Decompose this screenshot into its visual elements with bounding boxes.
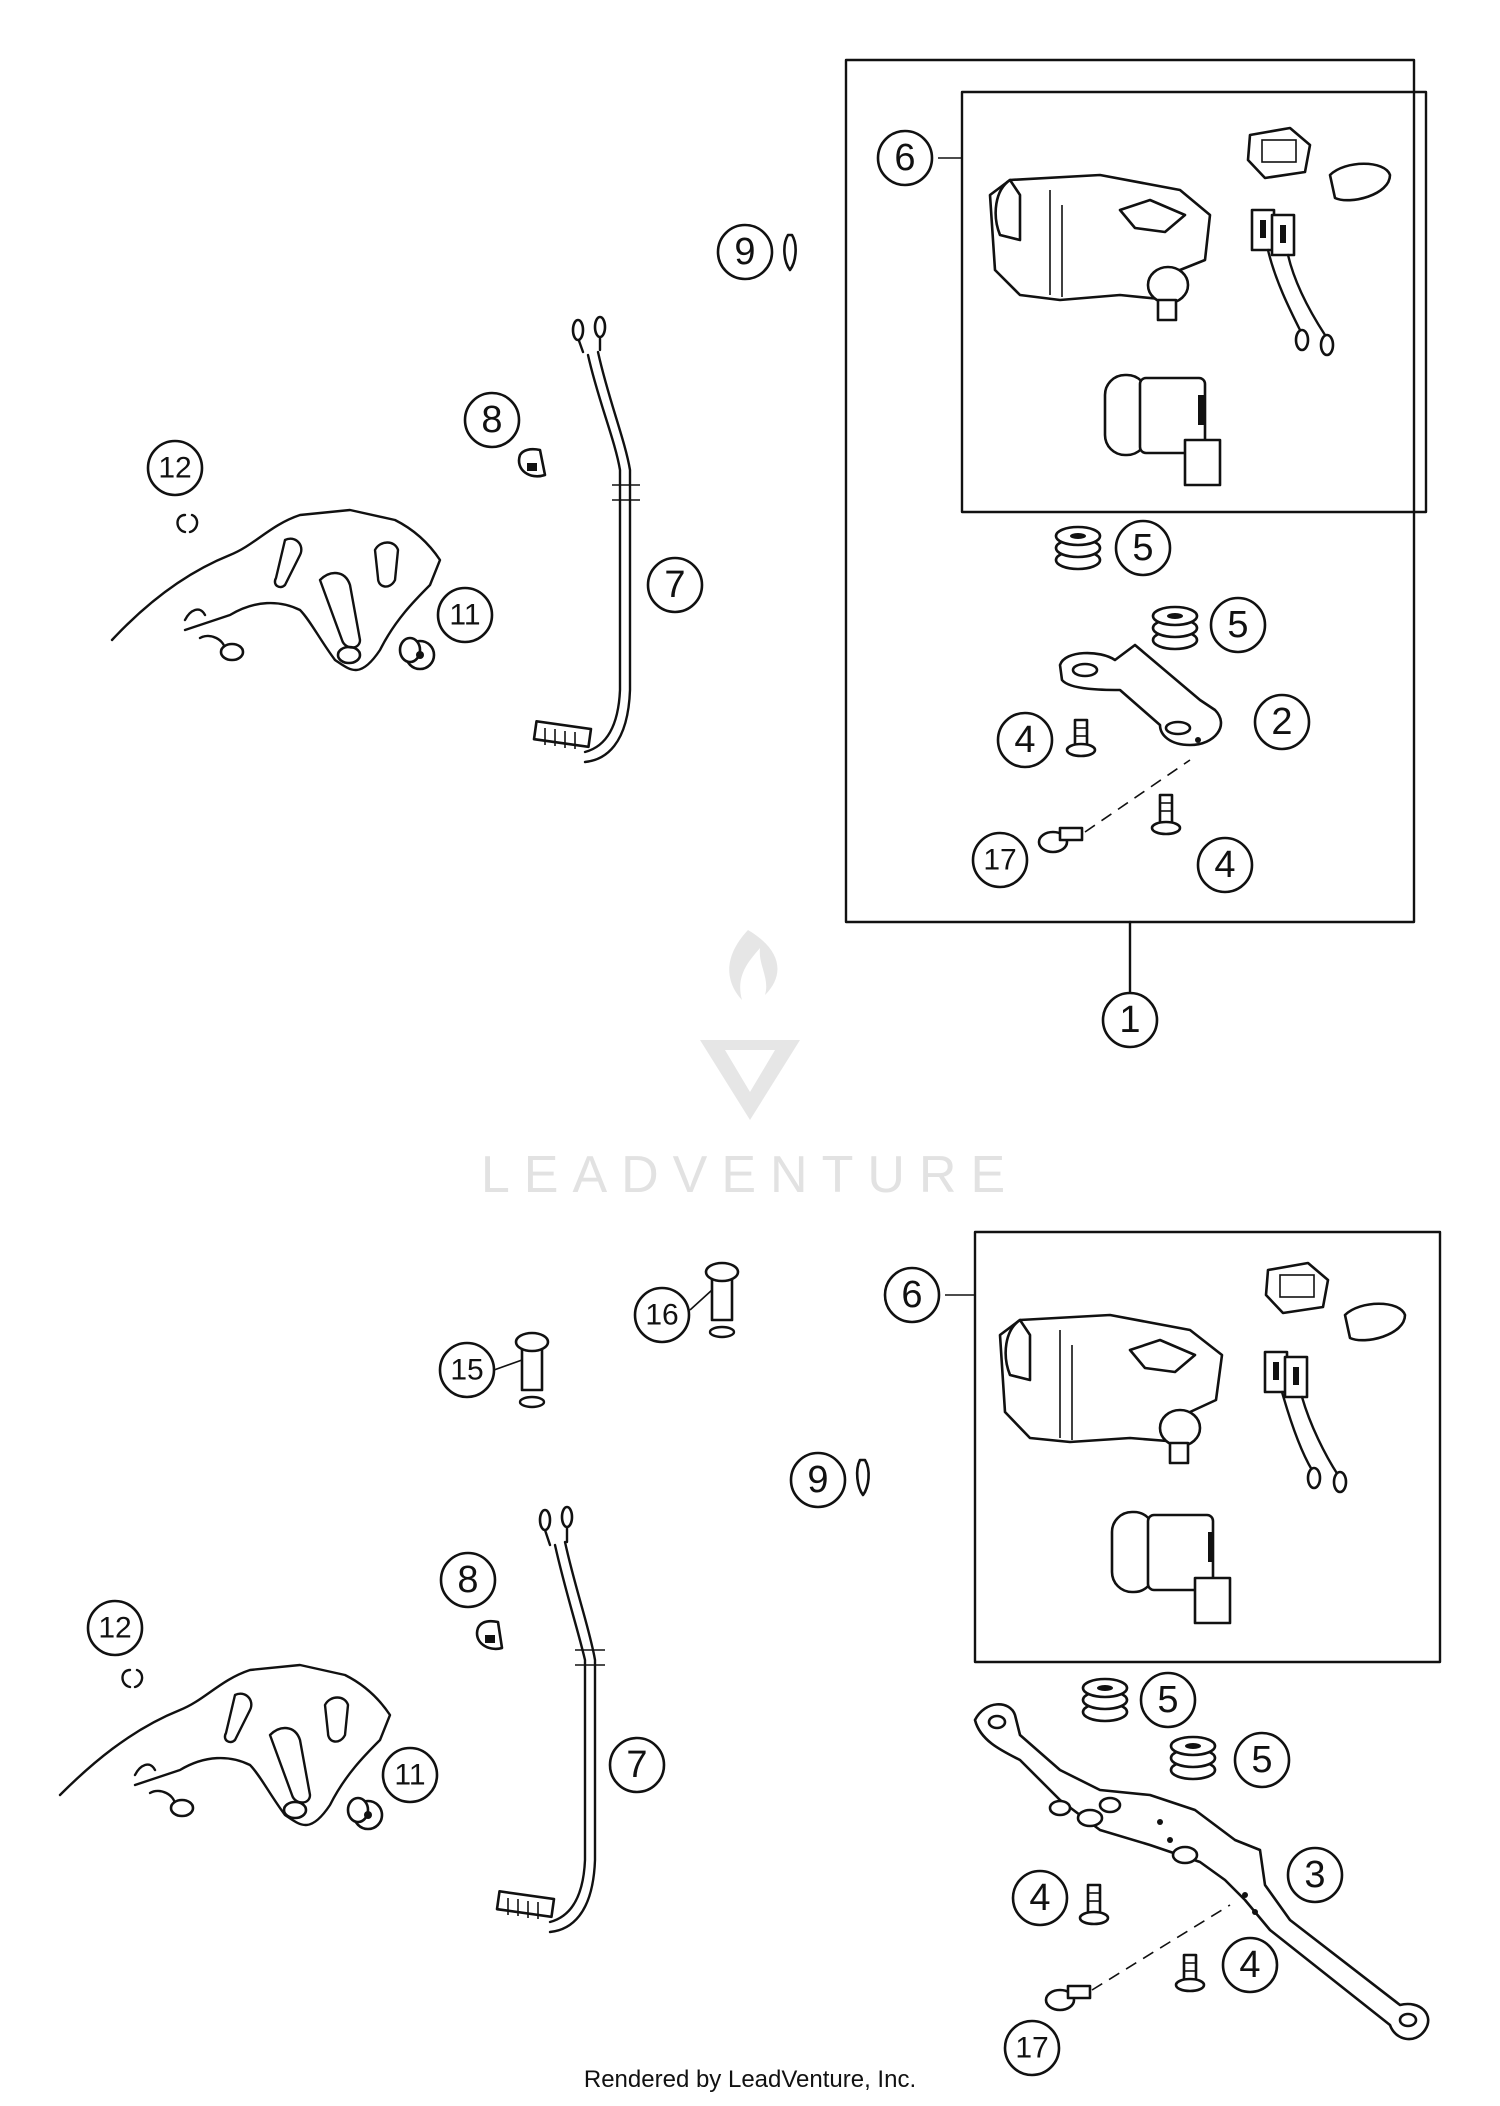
- bolt: [1065, 718, 1097, 758]
- callout-5: 5: [1114, 519, 1172, 577]
- leadventure-watermark: LEADVENTURE: [481, 930, 1019, 1204]
- svg-text:11: 11: [394, 1759, 425, 1792]
- rubber-grommet: [1081, 1677, 1129, 1723]
- callout-5: 5: [1139, 1671, 1197, 1729]
- svg-text:5: 5: [1251, 1739, 1272, 1781]
- grommet-bushing: [398, 636, 436, 671]
- wire-connector: [1250, 208, 1335, 357]
- callout-17: 17: [1003, 2019, 1061, 2077]
- svg-text:4: 4: [1029, 1877, 1050, 1919]
- svg-text:5: 5: [1132, 527, 1153, 569]
- callout-15: 15: [438, 1341, 496, 1399]
- handlebar-clamp-outline: [58, 1663, 392, 1827]
- grommet-bushing: [346, 1796, 384, 1831]
- callout-3: 3: [1286, 1846, 1344, 1904]
- cable-clip: [475, 1619, 504, 1651]
- svg-text:5: 5: [1157, 1679, 1178, 1721]
- svg-text:12: 12: [98, 1612, 131, 1645]
- callout-16: 16: [633, 1286, 691, 1344]
- display-cover: [1264, 1261, 1407, 1342]
- watermark-text: LEADVENTURE: [481, 1146, 1019, 1204]
- snap-ring: [121, 1668, 144, 1689]
- display-cover: [1246, 126, 1392, 202]
- svg-text:4: 4: [1214, 844, 1235, 886]
- snap-ring: [176, 513, 199, 534]
- svg-text:17: 17: [1015, 2032, 1048, 2065]
- callout-1: 1: [1101, 991, 1159, 1049]
- svg-text:17: 17: [983, 844, 1016, 877]
- callout-4: 4: [1196, 836, 1254, 894]
- pivot-pin: [514, 1331, 550, 1409]
- callout-17: 17: [971, 831, 1029, 889]
- wiring-cable: [532, 315, 640, 764]
- callout-7: 7: [608, 1736, 666, 1794]
- callout-8: 8: [439, 1551, 497, 1609]
- svg-text:9: 9: [807, 1459, 828, 1501]
- rubber-grommet: [1169, 1735, 1217, 1781]
- callout-7: 7: [646, 556, 704, 614]
- flange-screw: [1044, 1984, 1092, 2012]
- svg-text:3: 3: [1304, 1854, 1325, 1896]
- svg-text:12: 12: [158, 452, 191, 485]
- switch-set-box: [960, 90, 1428, 514]
- svg-text:8: 8: [457, 1559, 478, 1601]
- callout-5: 5: [1209, 596, 1267, 654]
- svg-text:4: 4: [1014, 719, 1035, 761]
- svg-text:6: 6: [894, 137, 915, 179]
- footer-credit: Rendered by LeadVenture, Inc.: [583, 2066, 917, 2093]
- bolt: [1174, 1953, 1206, 1993]
- long-switch-bracket: [973, 1703, 1430, 2041]
- handlebar-switch-housing: [988, 173, 1212, 322]
- bottom-assembly: 3 4 4 5 5 6 7 8 9 11 12 15 16 17: [58, 1230, 1442, 2077]
- bolt: [1150, 793, 1182, 836]
- svg-text:6: 6: [901, 1274, 922, 1316]
- pivot-pin: [704, 1261, 740, 1339]
- flame-logo-icon: [700, 930, 800, 1120]
- callout-8: 8: [463, 391, 521, 449]
- svg-text:8: 8: [481, 399, 502, 441]
- svg-text:16: 16: [645, 1299, 678, 1332]
- callout-2: 2: [1253, 693, 1311, 751]
- svg-text:11: 11: [449, 599, 480, 632]
- callout-6: 6: [883, 1266, 941, 1324]
- callout-11: 11: [381, 1746, 439, 1804]
- callout-6: 6: [876, 129, 934, 187]
- wiring-cable: [495, 1505, 605, 1934]
- callout-11: 11: [436, 586, 494, 644]
- retaining-clip: [783, 233, 797, 272]
- switch-set-box: [973, 1230, 1442, 1664]
- svg-text:9: 9: [734, 231, 755, 273]
- callout-4: 4: [1011, 1869, 1069, 1927]
- callout-9: 9: [789, 1451, 847, 1509]
- callout-5: 5: [1233, 1731, 1291, 1789]
- cable-clip: [517, 447, 547, 478]
- svg-text:1: 1: [1119, 999, 1140, 1041]
- callout-12: 12: [86, 1599, 144, 1657]
- svg-text:2: 2: [1271, 701, 1292, 743]
- retaining-clip: [855, 1458, 870, 1497]
- svg-text:7: 7: [626, 1744, 647, 1786]
- rubber-grommet: [1054, 525, 1102, 571]
- callout-4: 4: [1221, 1936, 1279, 1994]
- svg-text:5: 5: [1227, 604, 1248, 646]
- bolt: [1078, 1883, 1110, 1926]
- svg-text:7: 7: [664, 564, 685, 606]
- handlebar-clamp-outline: [110, 508, 442, 672]
- callout-9: 9: [716, 223, 774, 281]
- switch-block: [1110, 1510, 1232, 1625]
- wire-connector: [1263, 1350, 1348, 1494]
- callout-4: 4: [996, 711, 1054, 769]
- switch-block: [1103, 373, 1222, 487]
- svg-text:15: 15: [450, 1354, 483, 1387]
- callout-12: 12: [146, 439, 204, 497]
- rubber-grommet: [1151, 605, 1199, 651]
- top-assembly: 1 2 4 4 5 5 6 7 8 9 11 12 17: [110, 58, 1428, 1049]
- svg-text:4: 4: [1239, 1944, 1260, 1986]
- switch-bracket: [1058, 643, 1223, 747]
- flange-screw: [1037, 826, 1084, 854]
- handlebar-switch-housing: [998, 1313, 1224, 1465]
